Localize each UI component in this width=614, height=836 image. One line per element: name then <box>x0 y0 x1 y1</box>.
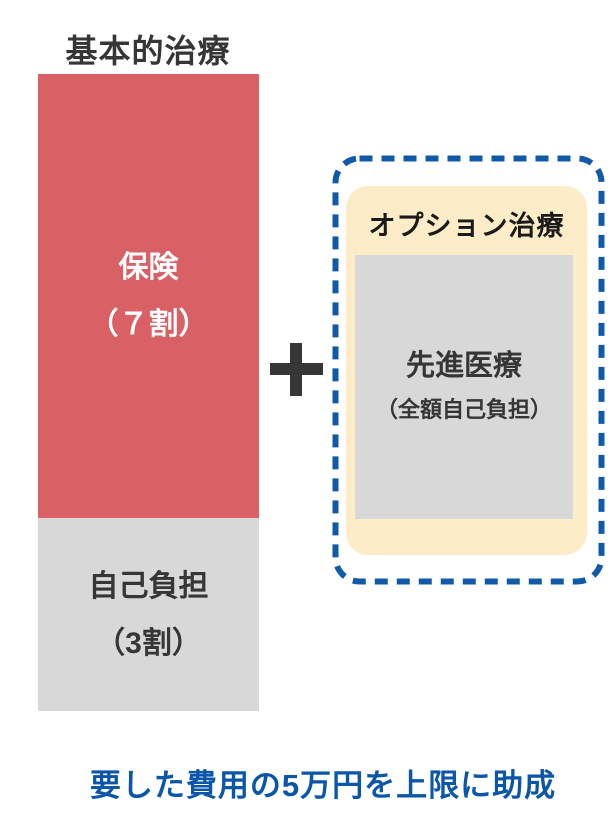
option-treatment-box: オプション治療 先進医療 （全額自己負担） <box>346 186 587 555</box>
advanced-care-box: 先進医療 （全額自己負担） <box>355 255 573 519</box>
plus-icon <box>270 343 323 396</box>
copay-bar: 自己負担 （3割） <box>38 518 259 711</box>
option-treatment-title: オプション治療 <box>368 211 565 241</box>
insurance-label: 保険 <box>118 251 179 284</box>
subsidy-note: 要した費用の5万円を上限に助成 <box>89 768 557 803</box>
advanced-care-sublabel: （全額自己負担） <box>375 397 552 422</box>
option-dashed-border <box>332 155 605 585</box>
option-dashed-frame <box>332 155 605 585</box>
insurance-bar: 保険 （７割） <box>38 74 259 518</box>
advanced-care-label: 先進医療 <box>405 350 522 382</box>
copay-label: 自己負担 <box>88 569 209 603</box>
basic-treatment-title: 基本的治療 <box>65 33 231 69</box>
insurance-share-label: （７割） <box>88 308 209 341</box>
copay-share-label: （3割） <box>95 626 202 660</box>
